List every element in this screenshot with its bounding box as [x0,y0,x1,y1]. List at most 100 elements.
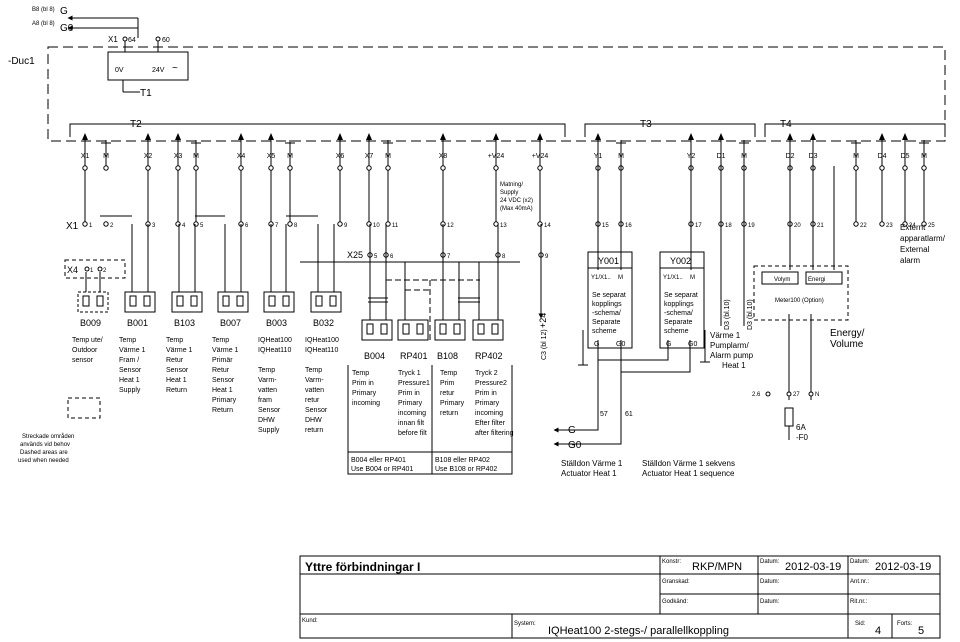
x1-row-label: X1 [66,221,79,232]
sensor-id: B001 [127,318,148,328]
top-terminal-label: +V24 [532,153,549,160]
sensor-pin [315,295,323,307]
mid-sensor-id: RP402 [475,351,503,361]
top-left-g-lines [67,15,139,38]
datum-label-1: Datum: [760,559,780,565]
actuator-note-line: Se separat [664,292,698,299]
actuator-note-line: kopplings [592,301,622,308]
sensor-pin [491,323,499,335]
top-terminal-label: X2 [144,153,153,160]
x1-terminal [287,221,293,227]
sensor-desc-line: Temp [258,367,275,374]
top-terminal-label: X8 [439,153,448,160]
meter-energi-label: Energi [808,277,825,283]
up-arrow-icon [810,133,816,140]
up-arrow-icon [595,133,601,140]
pump-line-1: Värme 1 [710,331,741,340]
mid-sensor-box-rp402 [472,319,504,341]
up-arrow-icon [440,133,446,140]
x25-terminal-label: 9 [545,254,549,260]
x1-top-label: X1 [108,35,118,44]
external-alarm-line-4: alarm [900,256,920,265]
sensor-desc-line: Sensor [119,367,142,374]
actuator-note-line: Se separat [592,292,626,299]
top-terminal [337,165,343,171]
sensor-pin [416,323,424,335]
top-terminal [902,165,908,171]
c3-label: C3 (bl 12) [541,329,548,360]
top-terminal [175,165,181,171]
sensor-desc-line: Temp [166,337,183,344]
mid-sensor-desc-line: Temp [440,370,457,377]
sensor-desc-line: sensor [72,357,94,364]
actuator-terms: Y1/X1.. [663,275,683,281]
mid-sensor-desc-line: incoming [475,410,503,417]
x1-terminal-label: 8 [294,223,298,229]
t2-label: T2 [130,119,142,130]
sensor-pin [268,295,276,307]
forts-value: 5 [918,625,924,637]
sensor-box-b001 [124,291,156,313]
actuator-g0: G0 [616,341,625,348]
sensor-pin [129,295,137,307]
x1-terminal-label: 22 [860,223,867,229]
top-terminal [853,165,859,171]
mid-sensor-id: RP401 [400,351,428,361]
kund-label: Kund: [302,618,318,624]
fuse-rating: 6A [796,423,806,432]
actuator-note-line: -schema/ [592,310,621,317]
system-value: IQHeat100 2-stegs-/ parallellkoppling [548,625,729,637]
supply-note-1: Matning/ [500,182,523,188]
sensor-desc-line: vatten [258,387,277,394]
top-terminal-label: D1 [717,153,726,160]
fuse-terminal-27 [786,391,792,397]
mid-sensor-desc-line: Primary [398,400,423,407]
fuse-terminal-n [808,391,814,397]
sensor-desc-line: Supply [119,387,141,394]
sensor-desc-line: Temp [305,367,322,374]
up-arrow-icon [718,133,724,140]
top-terminal-label: M [618,153,624,160]
up-arrow-icon [688,133,694,140]
duc1-frame [47,46,946,142]
x1-terminal-label: 5 [200,223,204,229]
top-terminal-label: M [287,153,293,160]
external-alarm-line-2: apparatlarm/ [900,234,946,243]
mid-sensor-desc-line: Tryck 1 [398,370,421,377]
up-arrow-icon [366,133,372,140]
x1-terminal-label: 16 [625,223,632,229]
top-terminal-label: D3 [809,153,818,160]
x1-terminal-label: 25 [928,223,935,229]
top-terminal [82,165,88,171]
x1-terminal [175,221,181,227]
top-terminal [537,165,543,171]
either-note-frames [347,365,513,452]
sensor-desc-line: Värme 1 [212,347,239,354]
mid-sensor-id: B108 [437,351,458,361]
actuator-note-line: -schema/ [664,310,693,317]
up-arrow-icon [493,133,499,140]
dashed-note-line1: Streckade områden [22,433,74,440]
duc1-label: -Duc1 [8,56,35,67]
sensor-box-b009 [77,291,109,313]
sensor-desc-line: Varm- [305,377,324,384]
mid-sensor-desc-line: before filt [398,430,427,437]
fuse-terminal-26-label: 2.6 [752,392,761,398]
top-terminal-label: D2 [786,153,795,160]
top-terminal [879,165,885,171]
top-terminal [493,165,499,171]
either-note-2-line2: Use B108 or RP402 [435,466,497,473]
sid-label: Sid: [855,621,866,627]
mid-sensor-desc-line: Efter filter [475,420,506,427]
mid-sensor-id: B004 [364,351,385,361]
x1-terminal-label: 20 [794,223,801,229]
mid-sensor-desc-line: retur [440,390,455,397]
t1-label: T1 [140,88,152,99]
x25-terminal-label: 7 [447,254,451,260]
sensor-desc-line: retur [305,397,320,404]
actuator-note-line: Separate [664,319,693,326]
actuator-caption-1-line1: Ställdon Värme 1 [561,459,623,468]
sensor-desc-line: Heat 1 [166,377,187,384]
top-terminal-label: Y1 [594,153,603,160]
